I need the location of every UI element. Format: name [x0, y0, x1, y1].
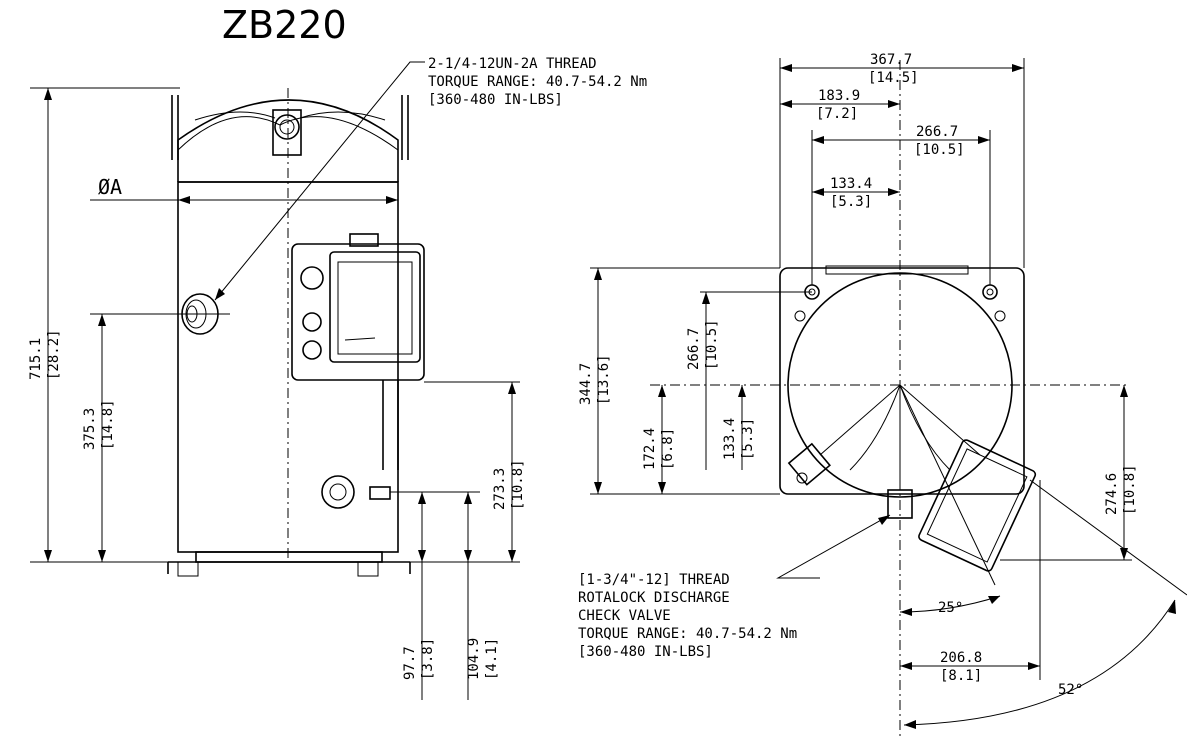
dim-104: 104.9 — [466, 638, 482, 680]
dim-183: 183.9 — [818, 88, 860, 104]
side-view: ØA — [90, 88, 425, 577]
dim-273-in: [10.8] — [510, 459, 526, 510]
dim-97: 97.7 — [402, 646, 418, 680]
callout-line-3: [360-480 IN-LBS] — [428, 92, 563, 108]
callout2-line-5: [360-480 IN-LBS] — [578, 644, 713, 660]
dim-133-in: [5.3] — [830, 194, 872, 210]
compressor-dome — [177, 99, 399, 182]
callout2-line-1: [1-3/4"-12] THREAD — [578, 572, 730, 588]
dim-133v: 133.4 — [722, 418, 738, 460]
terminal-box — [291, 243, 425, 381]
dim-133v-in: [5.3] — [740, 418, 756, 460]
callout-line-2: TORQUE RANGE: 40.7-54.2 Nm — [428, 74, 647, 90]
callout2-line-3: CHECK VALVE — [578, 608, 671, 624]
dim-273: 273.3 — [492, 468, 508, 510]
dim-104-in: [4.1] — [484, 638, 500, 680]
dim-172-in: [6.8] — [660, 428, 676, 470]
dim-206: 206.8 — [940, 650, 982, 666]
callout2-line-2: ROTALOCK DISCHARGE — [578, 590, 730, 606]
callout-line-1: 2-1/4-12UN-2A THREAD — [428, 56, 597, 72]
discharge-fitting — [321, 475, 355, 509]
dim-206-in: [8.1] — [940, 668, 982, 684]
dim-344: 344.7 — [578, 363, 594, 405]
dim-367: 367.7 — [870, 52, 912, 68]
dim-266v-in: [10.5] — [704, 319, 720, 370]
thread-callout: 2-1/4-12UN-2A THREAD TORQUE RANGE: 40.7-… — [214, 56, 647, 301]
dim-183-in: [7.2] — [816, 106, 858, 122]
dim-133: 133.4 — [830, 176, 872, 192]
dim-274-in: [10.8] — [1122, 464, 1138, 515]
angle-52: 52° — [1058, 682, 1083, 698]
discharge-valve — [887, 489, 913, 519]
top-fitting — [272, 109, 302, 156]
dim-97-in: [3.8] — [420, 638, 436, 680]
dim-367-in: [14.5] — [868, 70, 919, 86]
discharge-callout: [1-3/4"-12] THREAD ROTALOCK DISCHARGE CH… — [578, 514, 891, 660]
mounting-plate — [779, 267, 1025, 495]
side-view-dimensions: 715.1 [28.2] 375.3 [14.8] 273.3 [10.8] 9… — [28, 87, 526, 700]
dim-274: 274.6 — [1104, 473, 1120, 515]
dim-715-in: [28.2] — [46, 329, 62, 380]
suction-fitting-top — [787, 442, 831, 486]
model-title: ZB220 — [222, 3, 347, 47]
top-view-dimensions: 367.7 [14.5] 183.9 [7.2] 266.7 [10.5] 13… — [578, 52, 1187, 729]
diameter-label: ØA — [98, 175, 122, 199]
dim-266-in: [10.5] — [914, 142, 965, 158]
dim-266v: 266.7 — [686, 328, 702, 370]
callout2-line-4: TORQUE RANGE: 40.7-54.2 Nm — [578, 626, 797, 642]
dim-266: 266.7 — [916, 124, 958, 140]
dim-375-in: [14.8] — [100, 399, 116, 450]
top-view — [650, 60, 1130, 740]
terminal-box-top — [918, 439, 1037, 572]
dim-715: 715.1 — [28, 338, 44, 380]
dim-172: 172.4 — [642, 428, 658, 470]
dim-375: 375.3 — [82, 408, 98, 450]
angle-25: 25° — [938, 600, 963, 616]
dim-344-in: [13.6] — [596, 354, 612, 405]
conduit-knockout-icon — [300, 266, 324, 290]
